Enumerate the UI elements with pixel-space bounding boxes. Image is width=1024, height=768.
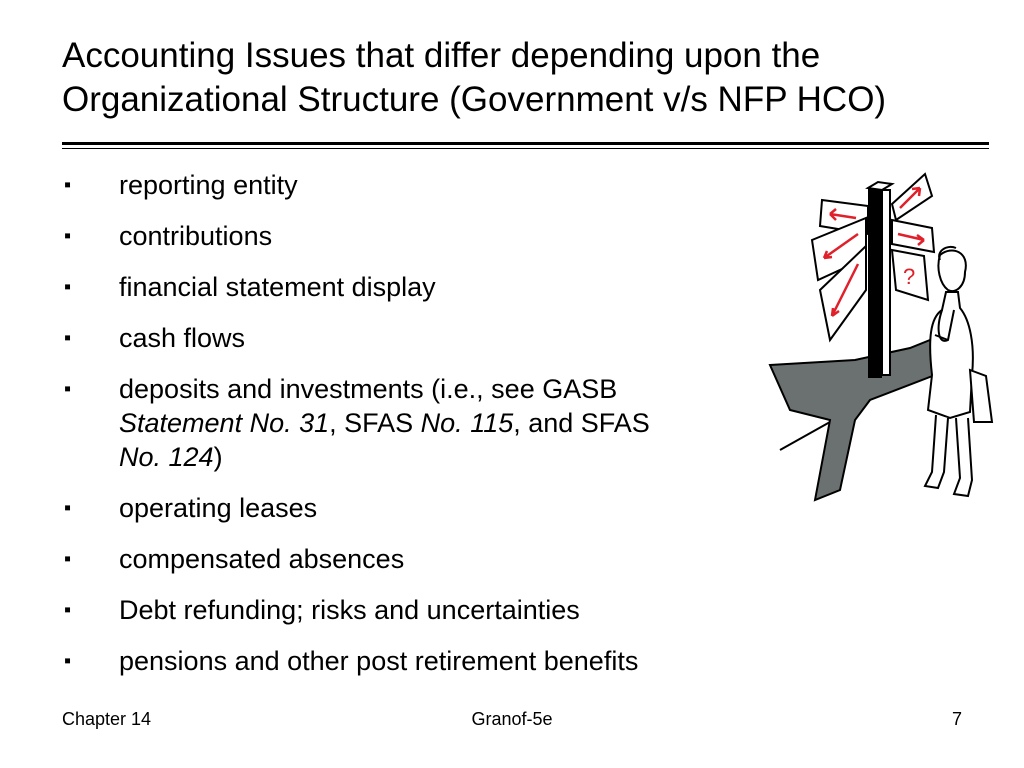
bullet-text: cash flows: [119, 323, 246, 353]
bullet-text-part: ): [213, 442, 223, 472]
bullet-text: contributions: [119, 221, 273, 251]
bullet-marker: ▪: [64, 548, 72, 570]
footer-source: Granof-5e: [471, 709, 553, 729]
bullet-text: Debt refunding; risks and uncertainties: [119, 595, 580, 625]
bullet-text-part: , SFAS: [329, 408, 421, 438]
sign-arrows: [822, 186, 925, 318]
person-outline-lines: [779, 334, 949, 451]
bullet-text-italic: Statement No. 31: [119, 408, 330, 438]
list-item: ▪ Debt refunding; risks and uncertainties: [62, 593, 802, 627]
footer-chapter: Chapter 14: [62, 709, 152, 729]
bullet-marker: ▪: [64, 599, 72, 621]
bullet-marker: ▪: [64, 276, 72, 298]
bullet-text: pensions and other post retirement benef…: [119, 646, 639, 676]
bullet-list: ▪ reporting entity ▪ contributions ▪ financ…: [62, 168, 802, 695]
bullet-text-part: , and SFAS: [513, 408, 650, 438]
bullet-marker: ▪: [64, 327, 72, 349]
bullet-text: compensated absences: [119, 544, 405, 574]
signpost-pole: [865, 180, 895, 378]
bullet-text: operating leases: [119, 493, 318, 523]
list-item: ▪ pensions and other post retirement bene…: [62, 644, 802, 678]
list-item: ▪ reporting entity: [62, 168, 802, 202]
bullet-marker: ▪: [64, 650, 72, 672]
person-figure: [923, 246, 994, 498]
bullet-marker: ▪: [64, 497, 72, 519]
bullet-marker: ▪: [64, 225, 72, 247]
bullet-marker: ▪: [64, 378, 72, 400]
bullet-marker: ▪: [64, 174, 72, 196]
signpost-confused-person-icon: ?: [768, 172, 994, 502]
bullet-text-italic: No. 115: [420, 408, 514, 438]
bullet-text-part: deposits and investments (i.e., see GASB: [119, 374, 618, 404]
list-item: ▪ operating leases: [62, 491, 802, 525]
list-item: ▪ compensated absences: [62, 542, 802, 576]
title-rule-thick: [62, 142, 989, 145]
sign-question-mark: ?: [903, 264, 915, 289]
list-item: ▪ deposits and investments (i.e., see GAS…: [62, 372, 802, 474]
list-item: ▪ financial statement display: [62, 270, 802, 304]
title-rule-thin: [62, 148, 989, 149]
bullet-text-italic: No. 124: [119, 442, 214, 472]
bullet-text: reporting entity: [119, 170, 298, 200]
list-item: ▪ cash flows: [62, 321, 802, 355]
signpost-shadow: [768, 336, 952, 502]
footer-page-number: 7: [951, 709, 962, 729]
slide-title: Accounting Issues that differ depending …: [62, 36, 887, 119]
list-item: ▪ contributions: [62, 219, 802, 253]
bullet-text: financial statement display: [119, 272, 436, 302]
